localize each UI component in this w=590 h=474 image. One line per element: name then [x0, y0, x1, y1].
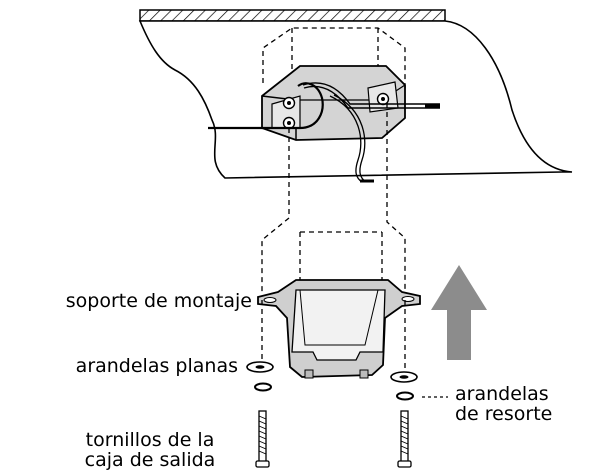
label-spring-washers-2: de resorte: [455, 403, 553, 425]
label-screws-1: tornillos de la: [85, 429, 215, 451]
flat-washers: [246, 361, 418, 383]
ceiling-hatch: [139, 9, 446, 22]
up-arrow-icon: [431, 265, 487, 360]
mounting-bracket: [257, 279, 421, 379]
label-screws-2: caja de salida: [84, 449, 216, 471]
wires: [208, 82, 440, 183]
screw-right: [397, 410, 412, 468]
spring-washers: [254, 382, 448, 401]
label-flat-washers: arandelas planas: [75, 355, 238, 377]
screw-guide-lines: [261, 300, 406, 372]
outlet-box-screws: [255, 410, 412, 468]
box-guide-lines: [262, 27, 406, 90]
bracket-guide-lines: [261, 103, 406, 292]
screw-left: [255, 410, 270, 468]
label-spring-washers-1: arandelas: [455, 383, 549, 405]
label-mounting-bracket: soporte de montaje: [65, 290, 252, 312]
